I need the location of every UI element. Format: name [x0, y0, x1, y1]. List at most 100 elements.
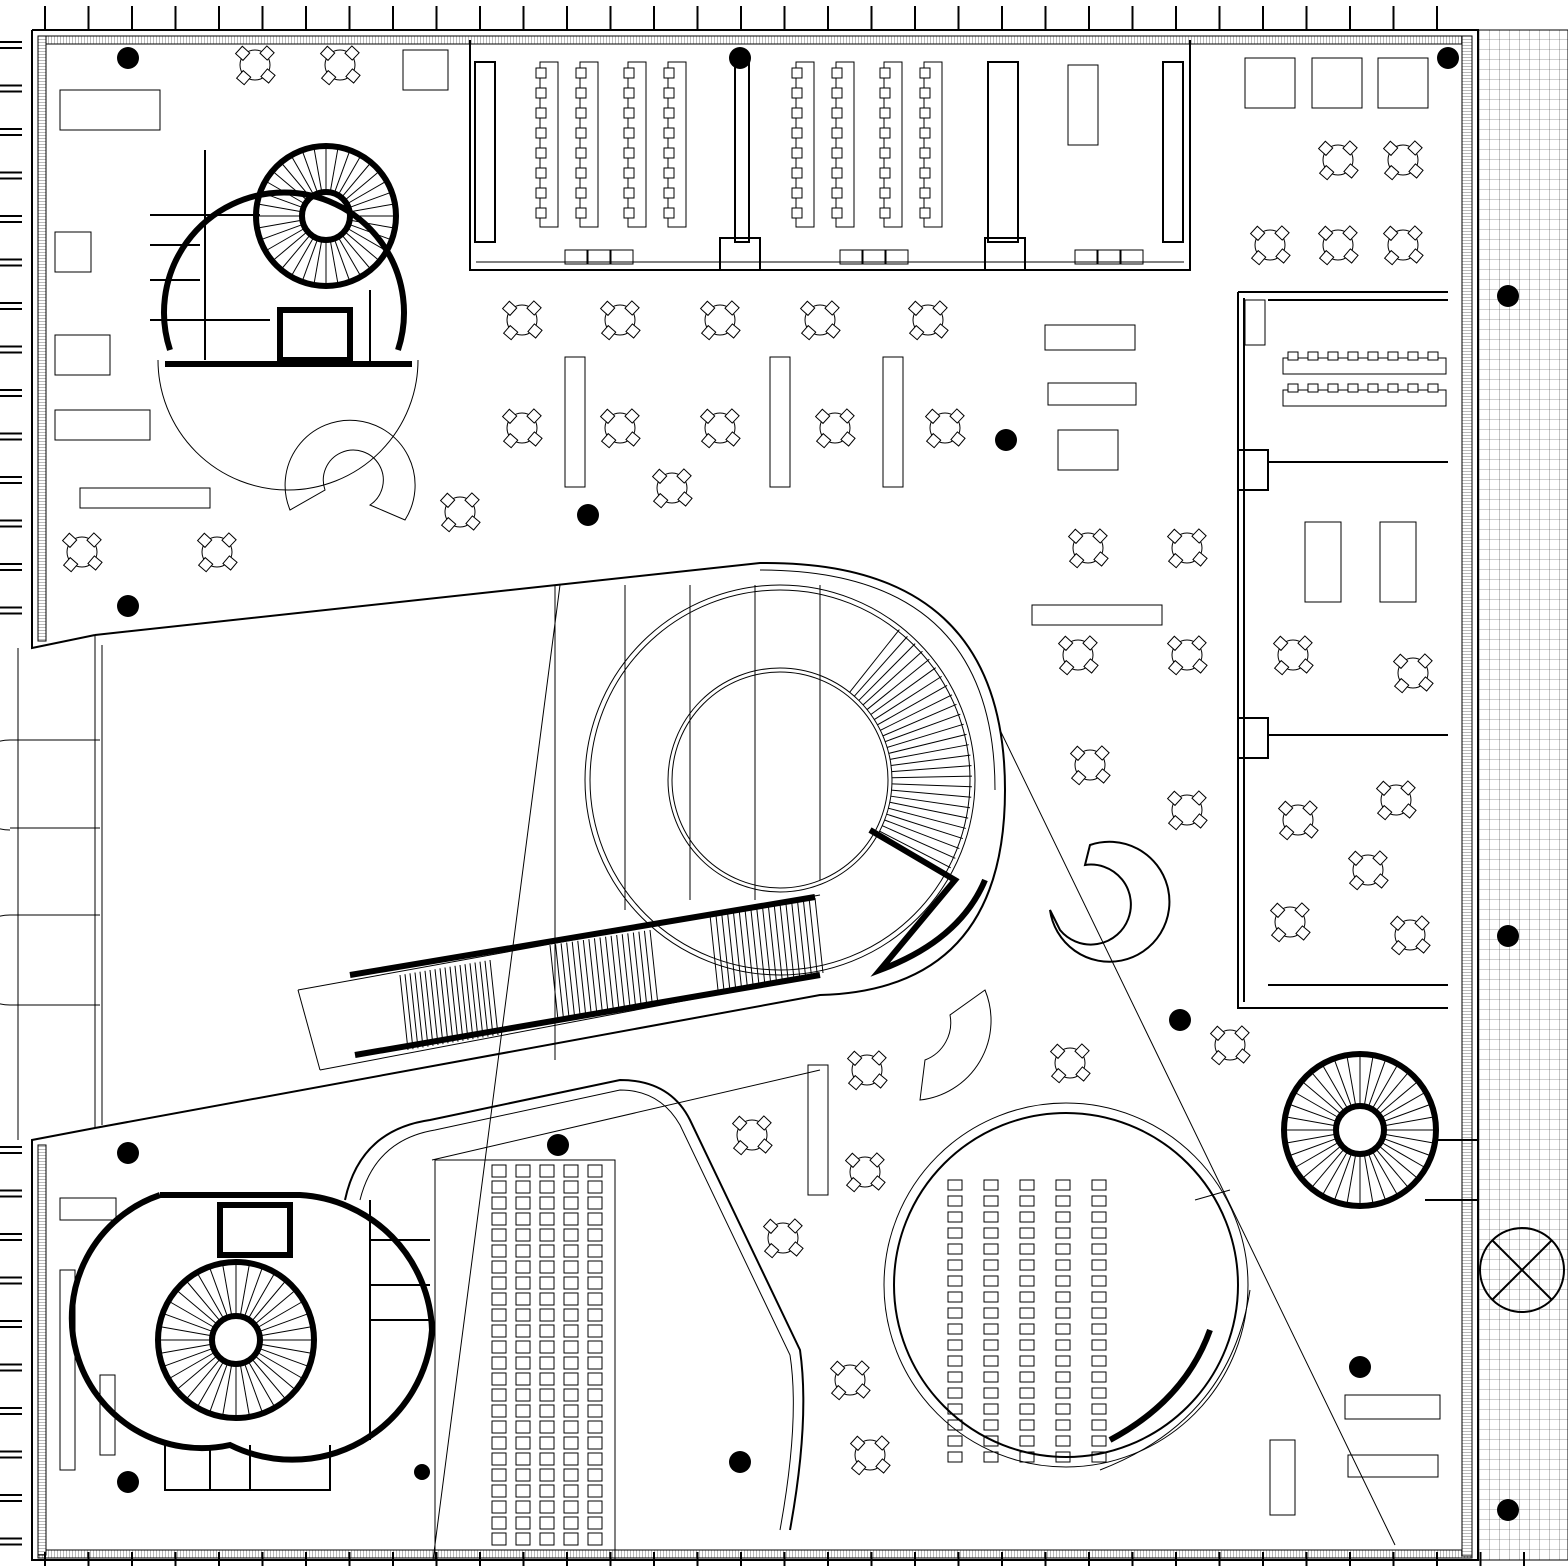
chair — [879, 87, 891, 99]
stair-tread — [404, 974, 414, 1050]
seat — [1019, 1435, 1035, 1447]
seat — [983, 1211, 999, 1223]
stair-tread — [1380, 1091, 1427, 1119]
table-top — [1254, 229, 1286, 261]
stair-tread — [1375, 1071, 1410, 1112]
chair — [1383, 249, 1400, 266]
chair — [1191, 790, 1207, 806]
chair — [919, 187, 931, 199]
chair — [663, 87, 675, 99]
stair-tread — [891, 765, 972, 773]
chair — [319, 45, 336, 62]
seat — [587, 1196, 603, 1210]
table-top — [849, 1156, 881, 1188]
chair — [1166, 635, 1183, 652]
stair-tread — [254, 1289, 297, 1325]
stair-tread — [1382, 1137, 1432, 1157]
chair — [757, 1138, 773, 1154]
chair — [535, 207, 547, 219]
table-top — [1062, 639, 1094, 671]
stair-tread — [344, 231, 380, 262]
mullion — [0, 302, 22, 310]
chair — [1082, 635, 1098, 651]
chair — [1348, 874, 1365, 891]
seat — [491, 1484, 507, 1498]
chair — [1327, 351, 1339, 361]
stair-tread — [727, 912, 736, 988]
table-top — [239, 49, 271, 81]
seat — [1019, 1195, 1035, 1207]
chair — [791, 187, 803, 199]
seat — [1055, 1339, 1071, 1351]
shelf-unit — [1047, 382, 1137, 406]
stair-tread — [599, 937, 609, 1013]
chair — [791, 167, 803, 179]
stair-tread — [582, 939, 592, 1016]
seat — [1019, 1323, 1035, 1335]
seat — [1055, 1387, 1071, 1399]
stair-tread — [272, 170, 308, 201]
bench — [610, 249, 634, 265]
chair — [527, 431, 543, 447]
stair-tread — [175, 1289, 218, 1325]
bookshelf — [627, 61, 647, 228]
chair — [1093, 551, 1109, 567]
seat — [491, 1244, 507, 1258]
chair — [575, 107, 587, 119]
chair — [1294, 902, 1310, 918]
stair-tread — [889, 744, 969, 760]
chair — [1347, 351, 1359, 361]
seat — [515, 1164, 531, 1178]
round-table — [196, 532, 238, 573]
seat — [491, 1436, 507, 1450]
table-top — [506, 412, 538, 444]
chair — [87, 555, 103, 571]
seat — [587, 1436, 603, 1450]
table-top — [444, 496, 476, 528]
chair — [831, 87, 843, 99]
chair — [724, 300, 740, 316]
round-table — [799, 300, 841, 341]
round-table — [1277, 800, 1319, 841]
chair — [652, 492, 669, 509]
chair — [1083, 658, 1099, 674]
column — [117, 595, 139, 617]
chair — [872, 1073, 888, 1089]
table — [1057, 429, 1119, 471]
seat — [563, 1468, 579, 1482]
stair-tread — [221, 1363, 233, 1417]
stair-tread — [337, 155, 362, 196]
chair — [1372, 850, 1388, 866]
column — [1169, 1009, 1191, 1031]
chair — [1400, 780, 1416, 796]
seat — [983, 1355, 999, 1367]
stair-tread — [243, 1362, 264, 1414]
seat — [539, 1308, 555, 1322]
chair — [869, 1152, 885, 1168]
table-top — [66, 536, 98, 568]
round-table — [846, 1050, 888, 1091]
chair — [1383, 164, 1400, 181]
chair — [1269, 902, 1286, 919]
seat — [1055, 1355, 1071, 1367]
chair — [908, 324, 925, 341]
seat — [515, 1484, 531, 1498]
seat — [1019, 1387, 1035, 1399]
seat — [947, 1371, 963, 1383]
chair — [1401, 803, 1417, 819]
seat — [515, 1260, 531, 1274]
chair — [575, 127, 587, 139]
chair — [623, 187, 635, 199]
seat — [539, 1500, 555, 1514]
chair — [1074, 1043, 1090, 1059]
chair — [732, 1139, 749, 1156]
stair-tread — [239, 1263, 251, 1317]
mullion — [0, 215, 22, 223]
chair — [815, 432, 832, 449]
seat — [587, 1244, 603, 1258]
stair-tower-southwest — [68, 1192, 436, 1491]
stair-tread — [256, 219, 303, 229]
seat — [947, 1195, 963, 1207]
stair-tread — [885, 713, 961, 743]
chair — [1070, 769, 1087, 786]
